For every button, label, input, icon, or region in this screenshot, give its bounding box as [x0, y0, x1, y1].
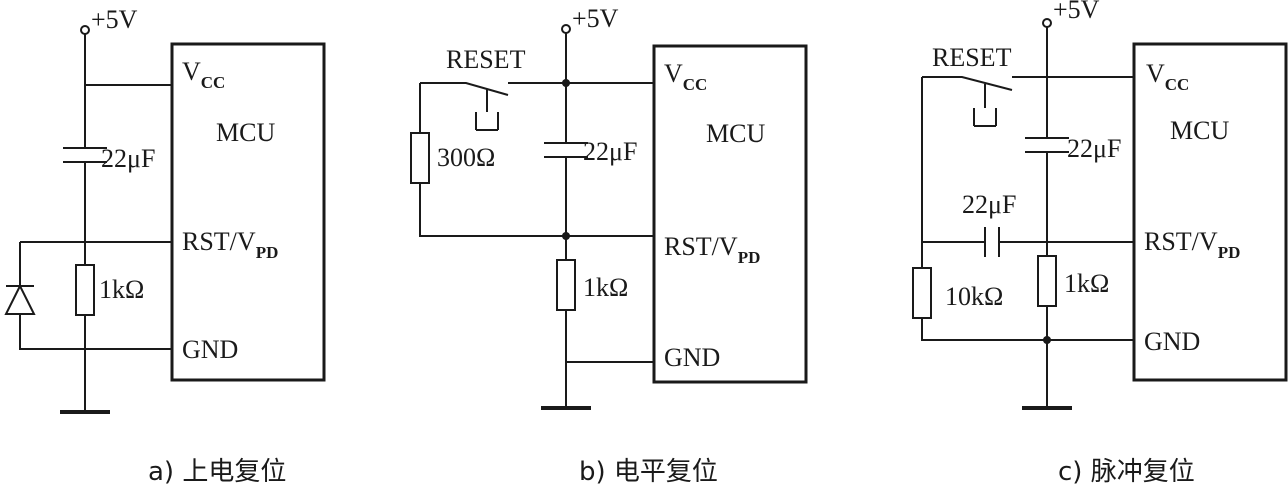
series-cap-label-c: 22μF — [962, 190, 1016, 219]
supply-terminal-b — [561, 24, 571, 34]
caption-b: b) 电平复位 — [579, 457, 718, 487]
reset-switch-c[interactable] — [922, 76, 1013, 127]
res-label-a: 1kΩ — [99, 275, 144, 304]
gnd-label-c: GND — [1144, 327, 1200, 356]
res-10k-label-c: 10kΩ — [945, 282, 1003, 311]
resistor-300-b — [410, 132, 430, 184]
gnd-label-b: GND — [664, 343, 720, 372]
capacitor-a — [63, 147, 107, 163]
supply-terminal-c — [1042, 18, 1052, 28]
capacitor-c — [1025, 137, 1069, 153]
mcu-label-c: MCU — [1170, 116, 1229, 145]
supply-label-a: +5V — [91, 5, 138, 34]
mcu-chip-a — [170, 42, 326, 382]
gnd-label-a: GND — [182, 335, 238, 364]
caption-a: a) 上电复位 — [148, 457, 286, 487]
resistor-1k-c — [1037, 255, 1057, 307]
reset-switch-b[interactable] — [420, 82, 509, 131]
rst-label-b: RST/VPD — [664, 232, 760, 267]
capacitor-b — [544, 142, 588, 158]
resistor-10k-c — [912, 267, 932, 319]
supply-terminal-a — [80, 25, 90, 35]
cap-label-c: 22μF — [1067, 134, 1121, 163]
resistor-a — [75, 264, 95, 316]
res-1k-label-b: 1kΩ — [583, 273, 628, 302]
circuit-c: +5V RESET 10kΩ 22μF 22μF 1kΩ VCC MCU RST… — [912, 0, 1288, 410]
circuit-a: +5V 22μF 1kΩ VCC MCU RST/VPD GND — [4, 5, 326, 414]
supply-label-b: +5V — [572, 4, 619, 33]
mcu-chip-c — [1132, 42, 1288, 382]
left-wire-c — [921, 77, 1134, 341]
mcu-chip-b — [652, 44, 808, 384]
mcu-label-a: MCU — [216, 118, 275, 147]
vcc-label-c: VCC — [1146, 59, 1189, 94]
resistor-1k-b — [556, 259, 576, 311]
diode-a — [4, 283, 36, 315]
junction-vcc-b — [562, 79, 570, 87]
vcc-label-a: VCC — [182, 57, 225, 92]
vcc-label-b: VCC — [664, 59, 707, 94]
junction-gnd-c — [1043, 336, 1051, 344]
series-capacitor-c — [922, 227, 1134, 257]
cap-label-a: 22μF — [101, 144, 155, 173]
diode-wire-a — [19, 242, 172, 350]
caption-c: c) 脉冲复位 — [1058, 457, 1195, 487]
cap-label-b: 22μF — [583, 137, 637, 166]
rst-label-a: RST/VPD — [182, 227, 278, 262]
reset-label-c: RESET — [932, 43, 1012, 72]
rst-wire-b — [419, 83, 654, 237]
circuit-b: +5V RESET 300Ω 22μF 1kΩ VCC MCU RST/VPD … — [410, 4, 808, 410]
res-1k-label-c: 1kΩ — [1064, 269, 1109, 298]
supply-label-c: +5V — [1053, 0, 1100, 24]
mcu-label-b: MCU — [706, 119, 765, 148]
junction-rst-b — [562, 232, 570, 240]
rst-label-c: RST/VPD — [1144, 227, 1240, 262]
reset-label-b: RESET — [446, 45, 526, 74]
res-300-label-b: 300Ω — [437, 143, 495, 172]
